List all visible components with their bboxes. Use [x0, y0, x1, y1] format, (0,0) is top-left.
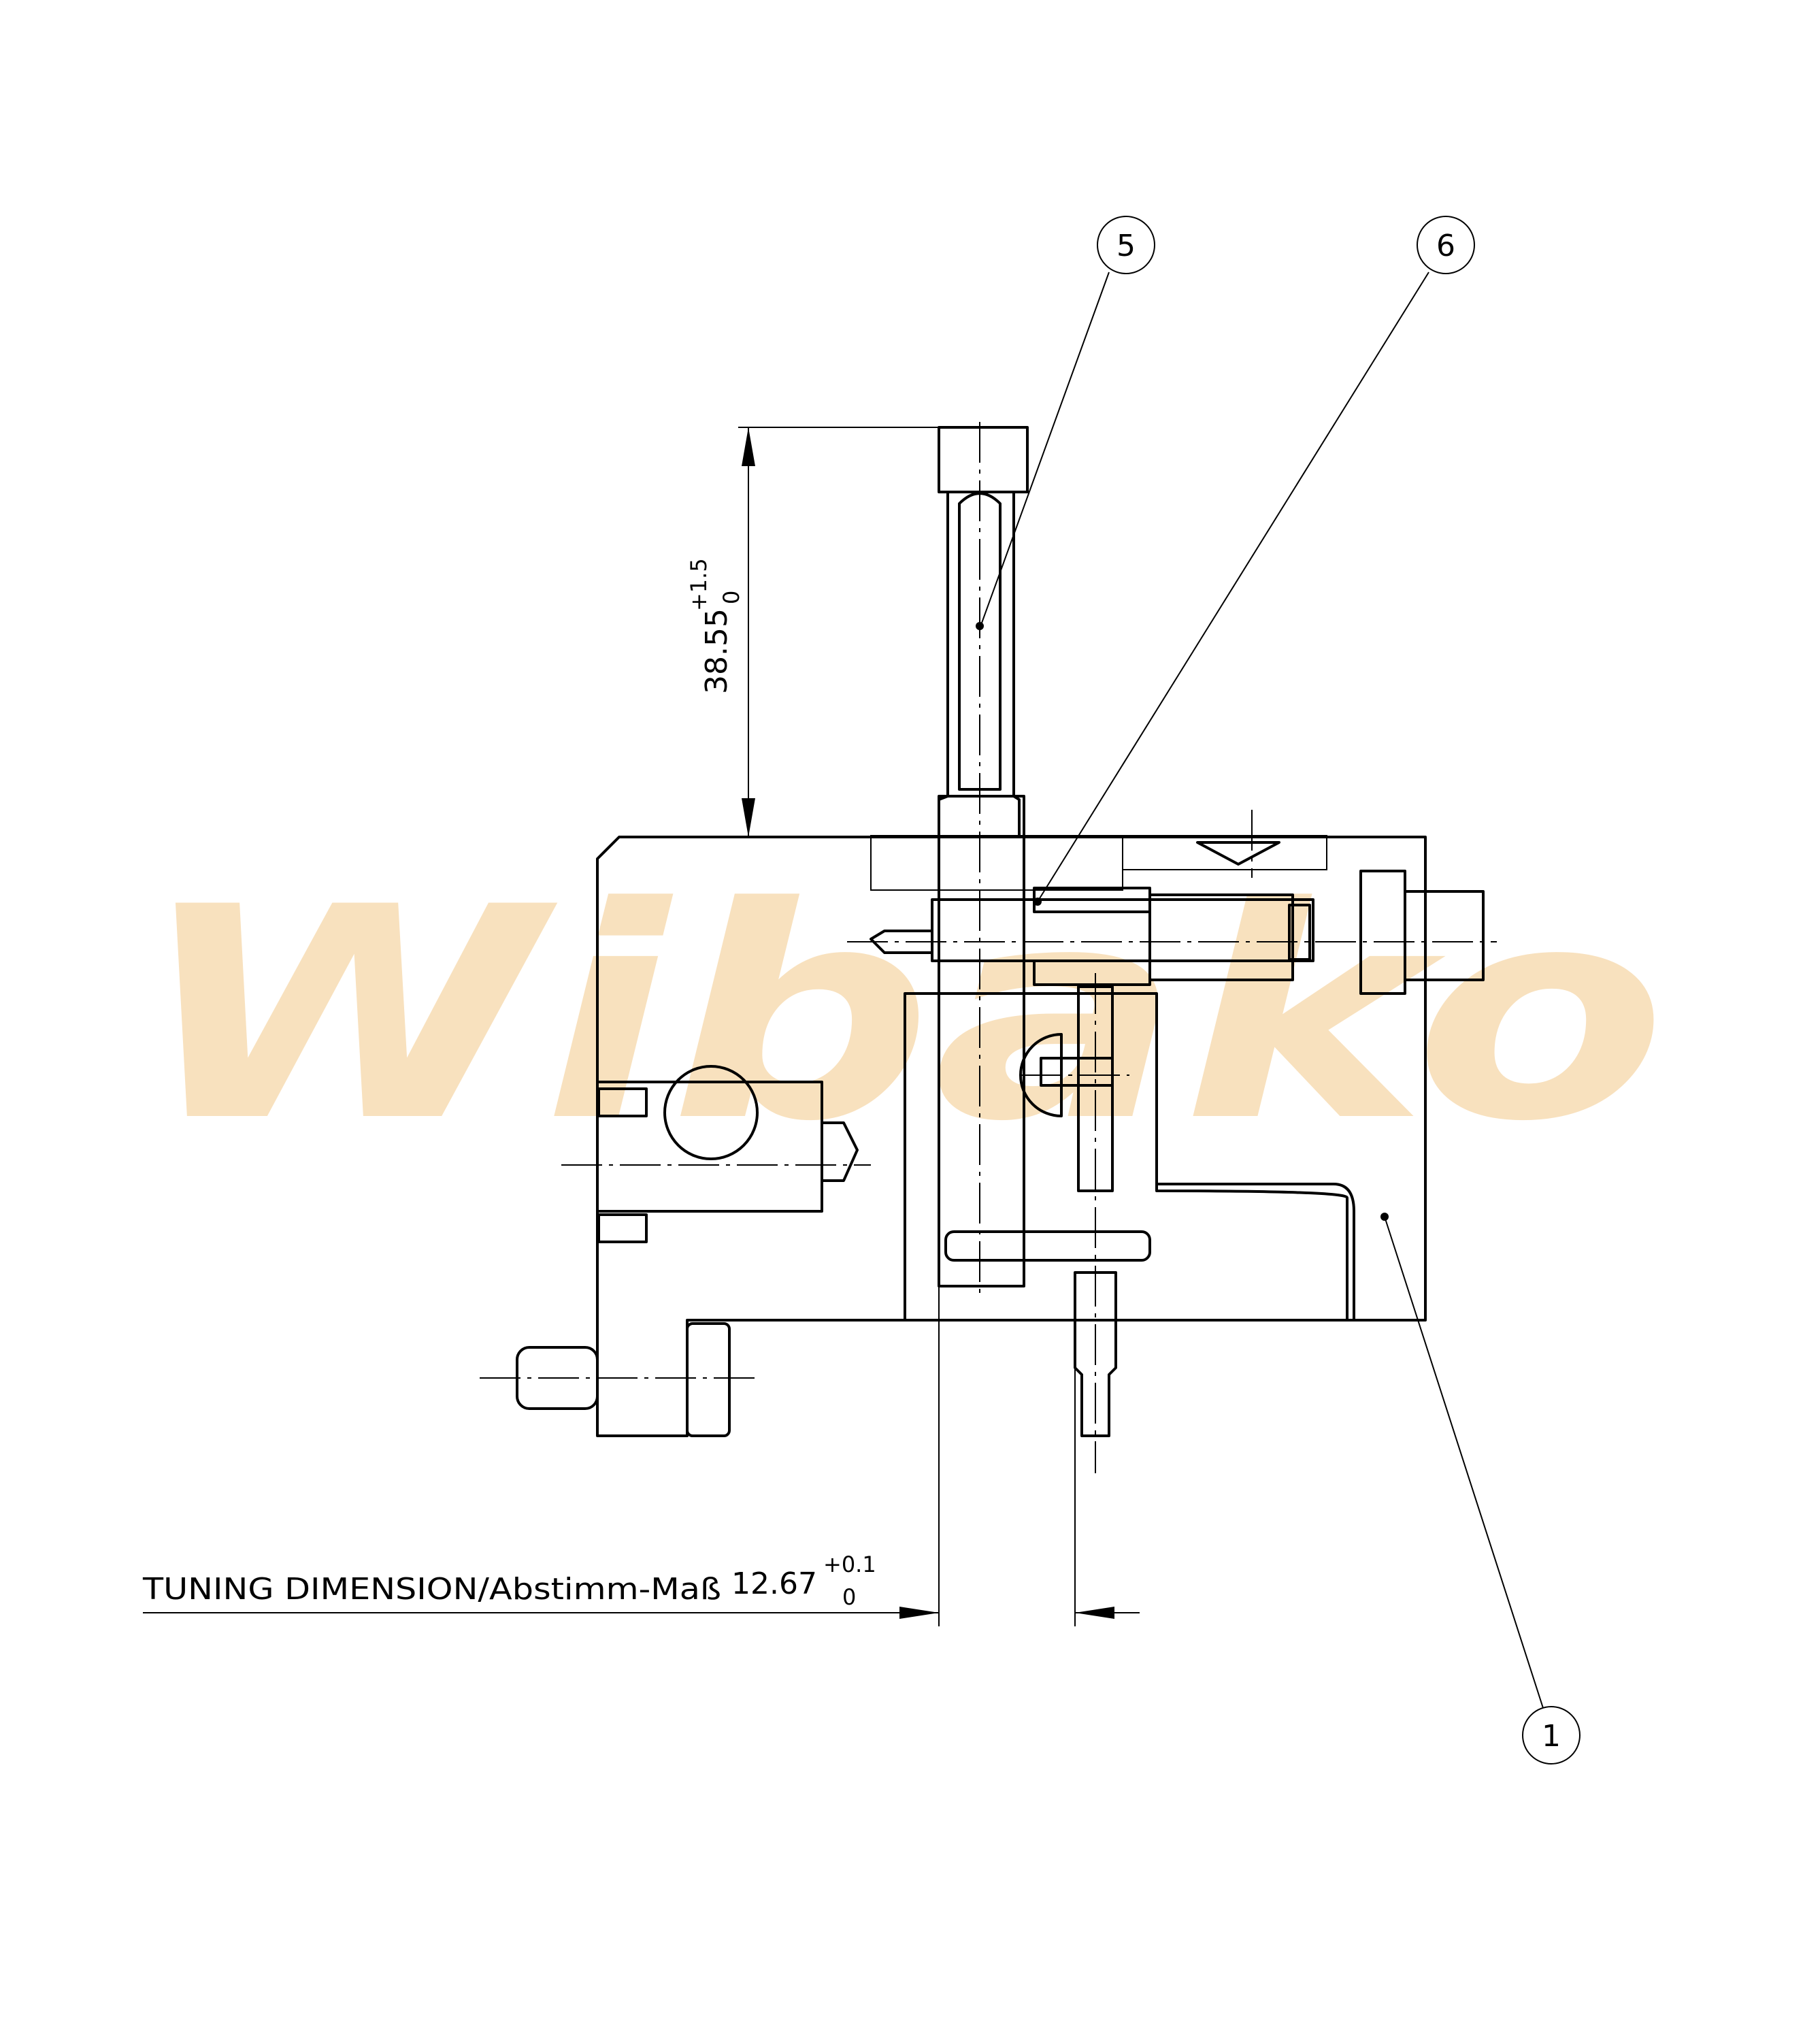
screw-lower [1074, 1271, 1117, 1437]
plunger-bore [596, 1081, 823, 1213]
height-upper-tol: +1.5 [686, 558, 712, 611]
part-1-dot [1380, 1213, 1389, 1221]
locating-pin [480, 1322, 759, 1437]
balloon-1-circle [1522, 1706, 1581, 1764]
tuning-nominal: 12.67 [731, 1566, 817, 1601]
balloon-1: 1 [1380, 1213, 1581, 1764]
balloon-6-leader [1037, 272, 1429, 902]
stopper-half-round [1019, 1033, 1063, 1117]
balloon-6-label: 6 [1436, 229, 1455, 263]
height-arrow-bottom [742, 798, 755, 837]
top-right-recess [1122, 835, 1327, 870]
housing-cavity-inner [1155, 994, 1355, 1320]
adjust-knob [1404, 890, 1485, 981]
cross-pin [944, 1230, 1151, 1262]
shaft-seal [1288, 904, 1311, 961]
height-dimension: 38.55 +1.5 0 [686, 427, 939, 837]
pin-head [686, 1322, 731, 1437]
balloon-6-circle [1417, 216, 1475, 274]
housing-cavity [904, 992, 1349, 1322]
balloon-1-leader [1384, 1216, 1544, 1709]
shaft-tip [870, 930, 933, 954]
plunger-seal-top [597, 1087, 648, 1117]
slide-slot [958, 492, 1002, 791]
balloon-5-label: 5 [1116, 229, 1136, 263]
balloon-6: 6 [1033, 216, 1475, 906]
height-nominal: 38.55 [699, 608, 734, 694]
tuning-lower-tol: 0 [842, 1584, 856, 1610]
tuning-label: TUNING DIMENSION/Abstimm-Maß [142, 1572, 721, 1607]
balloon-5-leader [980, 272, 1110, 625]
slide-cap [938, 426, 1029, 493]
part-6-dot [1033, 898, 1042, 906]
tuning-arrow-right [1075, 1607, 1114, 1619]
plunger-tip [822, 1121, 859, 1182]
part-6-shaft [847, 870, 1497, 995]
tuning-arrow-left [899, 1607, 939, 1619]
shaft-collar [1148, 893, 1294, 981]
plunger-seal-bottom [597, 1213, 648, 1243]
plunger-ball [663, 1065, 759, 1160]
balloon-1-label: 1 [1542, 1719, 1561, 1754]
tuning-dimension: TUNING DIMENSION/Abstimm-Maß 12.67 +0.1 … [142, 1273, 1140, 1626]
balloon-5-circle [1097, 216, 1155, 274]
countersink [1196, 841, 1280, 866]
balloon-5: 5 [980, 216, 1155, 625]
part-5-slide [938, 422, 1029, 1293]
ball-plunger [561, 1065, 871, 1243]
tuning-upper-tol: +0.1 [823, 1552, 876, 1577]
tuning-screw [944, 973, 1151, 1473]
watermark-text: Wibako [136, 845, 1667, 1185]
slide-body [938, 795, 1025, 1287]
height-arrow-top [742, 427, 755, 466]
height-lower-tol: 0 [718, 591, 744, 604]
watermark: Wibako [136, 845, 1667, 1185]
